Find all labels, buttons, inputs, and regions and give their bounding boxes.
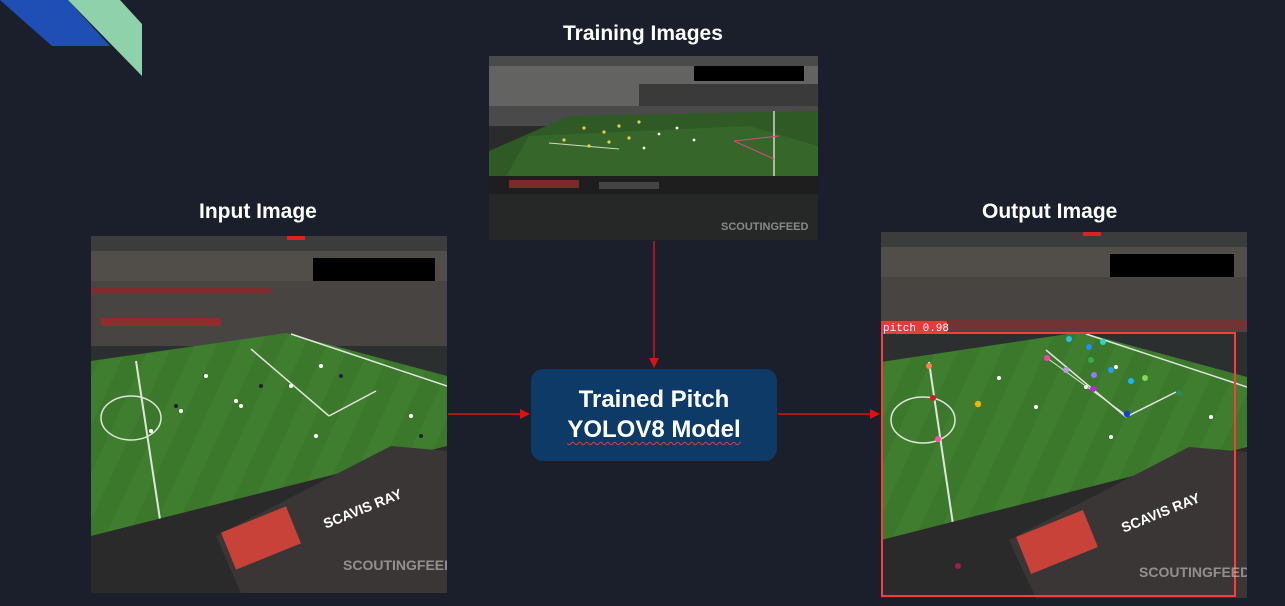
output-image-title: Output Image xyxy=(982,200,1118,223)
training-watermark: SCOUTINGFEED xyxy=(721,221,808,233)
corner-green-shape xyxy=(68,0,142,76)
training-image: SCOUTINGFEED xyxy=(489,56,818,240)
corner-decoration xyxy=(0,0,142,76)
model-label-line1: Trained Pitch xyxy=(578,386,730,413)
output-watermark: SCOUTINGFEED xyxy=(1139,564,1247,580)
detection-label: pitch 0.98 xyxy=(883,323,949,335)
input-image-title: Input Image xyxy=(199,200,317,223)
input-watermark: SCOUTINGFEED xyxy=(343,557,447,573)
output-image: SCAVIS RAY pitch 0.98 xyxy=(881,232,1247,598)
corner-blue-shape xyxy=(0,0,110,46)
trained-model-box: Trained Pitch YOLOV8 Model xyxy=(531,369,777,461)
model-label-line2: YOLOV8 Model xyxy=(567,416,741,443)
input-image: SCAVIS RAY SCOUTINGFEED xyxy=(91,236,447,593)
training-images-title: Training Images xyxy=(563,22,723,45)
